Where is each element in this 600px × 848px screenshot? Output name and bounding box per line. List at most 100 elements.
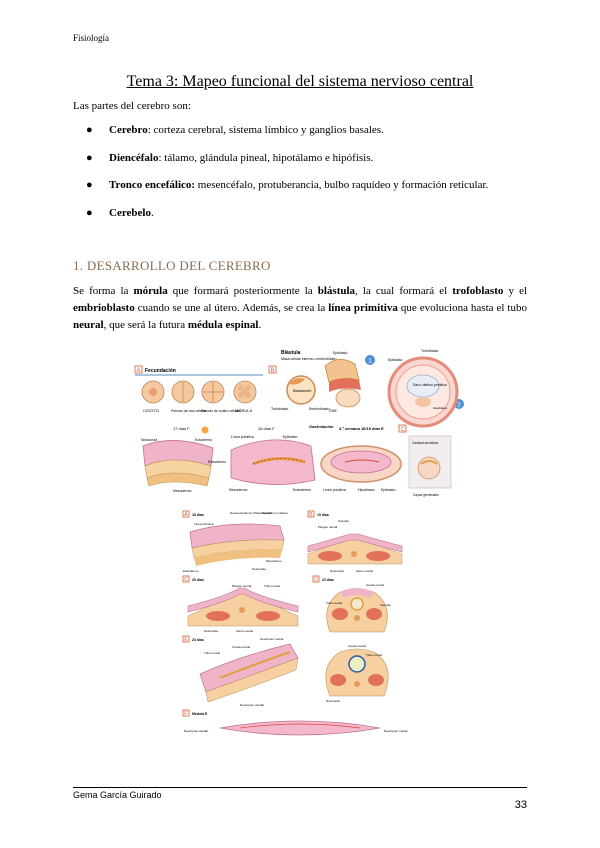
- list-item-term: Cerebelo: [109, 206, 151, 219]
- bold-term: mórula: [133, 285, 168, 297]
- text-run: , que será la futura: [103, 319, 188, 331]
- panel-a-title: 18 días: [192, 513, 204, 517]
- panel-b-cross-section: [307, 533, 403, 565]
- four-cell-stage: [201, 380, 225, 404]
- label-cresta-e2: Cresta neural: [348, 644, 366, 648]
- panel-d-cross-section: [326, 588, 388, 633]
- text-run: .: [258, 319, 262, 331]
- label-semana-3: 3.ª semana 16/15 días E: [339, 426, 384, 431]
- list-item-text: : corteza cerebral, sistema límbico y ga…: [147, 124, 384, 136]
- label-cresta-e: Cresta neural: [232, 645, 250, 649]
- bold-term: embrioblasto: [73, 302, 135, 314]
- section-heading: 1. DESARROLLO DEL CEREBRO: [73, 258, 271, 273]
- panel-b-letter: B: [309, 512, 313, 518]
- text-run: que formará posteriormente la: [167, 285, 318, 297]
- label-ectodermo: Ectodermo cutáneo: [262, 511, 288, 515]
- panel-c-letter: C: [401, 427, 406, 433]
- marker-dot: [201, 426, 209, 434]
- panel-f-marker: [182, 709, 190, 717]
- label-capas: Capas germinales: [413, 493, 439, 497]
- list-item-term: Cerebro: [109, 124, 148, 136]
- label-neuroporo-rostral: Neuroporo rostral: [260, 637, 284, 641]
- zygote-cell: [141, 380, 165, 404]
- label-trofoblasto: Trofoblasto: [271, 407, 288, 411]
- panel-e-title: 23 días: [192, 638, 204, 642]
- label-pliegue: Pliegue neural: [318, 525, 338, 529]
- label-embrioblasto: Embrioblasto: [309, 407, 329, 411]
- panel-f-title: Médula E: [192, 712, 208, 716]
- blastocyst: [286, 375, 316, 405]
- text-run: , la cual formará el: [355, 285, 453, 297]
- text-run: cuando se une al útero. Además, se crea …: [134, 302, 329, 314]
- label-mesodermo-row2: Mesodermo: [229, 488, 248, 492]
- label-cme: CME: [329, 409, 337, 413]
- panel-a-embryo: [189, 523, 285, 566]
- text-run: Se forma la: [73, 285, 134, 297]
- list-item: ●Diencéfalo: tálamo, glándula pineal, hi…: [73, 152, 488, 164]
- panel-b-marker: [307, 510, 315, 518]
- panel-d-marker: [312, 575, 320, 583]
- panel-b-title: 19 días: [317, 513, 329, 517]
- label-cresta-d: Cresta neural: [366, 583, 384, 587]
- label-epiblasto-top: Epiblasto: [333, 351, 347, 355]
- label-tubo-d: Tubo neural: [326, 601, 342, 605]
- panel-b-marker: [268, 365, 277, 374]
- label-morula: MÓRULA: [235, 408, 252, 413]
- label-cigoto: CIGOTO: [143, 408, 159, 413]
- embryo-disc-3rd-week: [320, 445, 402, 483]
- label-linea-primitiva: Línea primitiva: [231, 435, 254, 439]
- label-neuroporo-caudal-f: Neuroporo caudal: [184, 729, 208, 733]
- label-four-cells: Periodo de cuatro células: [201, 409, 241, 413]
- label-neuroectodermo: Neuroectodermo (Placa neural): [230, 511, 272, 515]
- label-epiblasto-row2: Epiblasto: [283, 435, 297, 439]
- embryo-development-figure: A Fecundación CIGOTO Periodo de dos célu…: [134, 349, 464, 497]
- label-endodermo: Endodermo: [208, 460, 226, 464]
- panel-e-marker: [182, 635, 190, 643]
- step-1-marker: [365, 355, 375, 365]
- label-hipoblasto-row2: Hipoblasto: [358, 488, 375, 492]
- panel-e-cross-section: [325, 648, 389, 697]
- label-notocorda: Notocorda: [141, 438, 157, 442]
- endometrium-illustration: [387, 356, 459, 428]
- panel-a-letter: A: [184, 512, 188, 518]
- panel-f-neural-tube: [219, 720, 381, 736]
- implantation-illustration: [324, 359, 361, 408]
- panel-e-letter: E: [184, 637, 188, 643]
- label-gastrulacion: Gastrulación: [309, 424, 334, 429]
- morula-stage: [233, 380, 257, 404]
- label-linea-primitiva-2: Línea primitiva: [323, 488, 346, 492]
- bullet-icon: ●: [86, 124, 93, 136]
- page-title: Tema 3: Mapeo funcional del sistema nerv…: [126, 73, 474, 90]
- label-blastocele: Blastocele: [293, 388, 312, 393]
- panel-c-title: 20 días: [192, 578, 204, 582]
- embryo-disc-16-days: [230, 439, 316, 485]
- bullet-icon: ●: [86, 179, 93, 191]
- brain-parts-list: ● Cerebro: corteza cerebral, sistema límb…: [73, 124, 488, 234]
- bullet-icon: ●: [86, 151, 93, 164]
- text-run: que evoluciona hasta el tubo: [397, 302, 527, 314]
- list-item-text: : tálamo, glándula pineal, hipotálamo e …: [158, 151, 374, 164]
- label-neuroporo-caudal: Neuroporo caudal: [240, 703, 264, 707]
- label-17-dias: 17 días F: [173, 426, 190, 431]
- panel-b-letter: B: [271, 368, 275, 374]
- list-item-text: mesencéfalo, protuberancia, bulbo raquíd…: [195, 179, 489, 191]
- panel-c-marker: [398, 424, 407, 433]
- step-2-label: 2: [457, 403, 461, 409]
- embryo-disc-17-days: [142, 440, 214, 487]
- list-item-text: .: [150, 206, 154, 219]
- label-epiblasto-row2b: Epiblasto: [381, 488, 395, 492]
- panel-c-cross-section: [187, 587, 299, 627]
- label-endodermo-row2: Endodermo: [293, 488, 311, 492]
- label-masa-celular: Masa celular interna o embrioblasto: [281, 357, 336, 361]
- label-tubo-e2: Tubo neural: [366, 653, 382, 657]
- label-notocorda-e: Notocorda: [326, 699, 340, 703]
- label-tubo-c: Tubo neural: [264, 584, 280, 588]
- panel-a-marker: [134, 365, 143, 374]
- bold-term: médula espinal: [187, 319, 259, 331]
- label-somitas-d: Somitas: [380, 603, 391, 607]
- label-saco-vitelino: Saco vitelino primitivo: [413, 383, 447, 387]
- label-16-dias: 16 días F: [258, 426, 275, 431]
- panel-c-marker: [182, 575, 190, 583]
- label-notocorda: Notocorda: [252, 567, 266, 571]
- bullet-icon: ●: [86, 206, 93, 219]
